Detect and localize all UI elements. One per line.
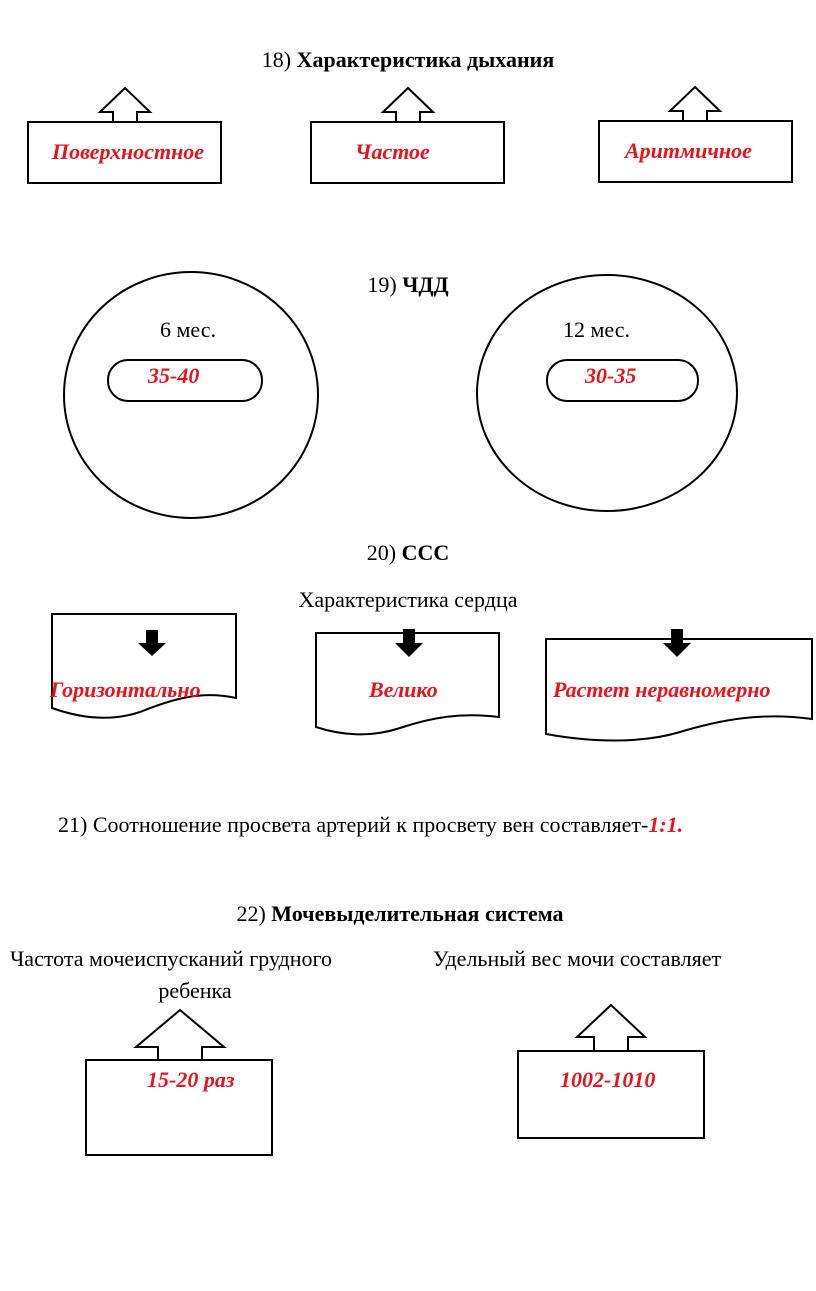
urination-box: 15-20 раз [85, 1008, 273, 1156]
heart-box-1: Горизонтально [49, 613, 237, 719]
arrow-down-icon [663, 629, 691, 657]
rr-value: 30-35 [584, 363, 636, 388]
section-19-heading: 19) ЧДД [367, 272, 448, 297]
breathing-box-3: Аритмичное [598, 85, 793, 183]
section-18-heading: 18) Характеристика дыхания [262, 47, 555, 72]
rr-value: 35-40 [147, 363, 199, 388]
section-20-heading: 20) ССС [367, 540, 450, 565]
urination-label: Частота мочеиспусканий грудного [10, 946, 332, 971]
specific-gravity-value: 1002-1010 [560, 1067, 655, 1092]
heart-size: Велико [368, 677, 438, 702]
arrow-up-icon [667, 85, 723, 122]
breathing-type-2: Частое [355, 139, 430, 164]
heart-box-2: Велико [315, 629, 500, 736]
urination-label-2: ребенка [158, 978, 232, 1003]
arrow-up-icon [574, 1003, 648, 1052]
arrow-up-icon [380, 86, 436, 123]
heart-box-3: Растет неравномерно [545, 629, 813, 742]
section-22-heading: 22) Мочевыделительная система [236, 901, 563, 926]
rr-circle-12m: 12 мес. 30-35 [476, 274, 738, 512]
heart-subtitle: Характеристика сердца [299, 587, 518, 612]
specific-gravity-box: 1002-1010 [517, 1003, 705, 1139]
arrow-up-icon [97, 86, 153, 123]
arrow-down-icon [395, 629, 423, 657]
rr-circle-6m: 6 мес. 35-40 [63, 271, 319, 519]
age-label: 6 мес. [160, 317, 216, 342]
heart-growth: Растет неравномерно [552, 677, 771, 702]
specific-gravity-label: Удельный вес мочи составляет [433, 946, 722, 971]
breathing-box-2: Частое [310, 86, 505, 184]
arrow-down-icon [138, 630, 166, 656]
arrow-up-icon [133, 1008, 227, 1061]
breathing-type-3: Аритмичное [623, 138, 752, 163]
breathing-type-1: Поверхностное [51, 139, 204, 164]
heart-position: Горизонтально [49, 677, 201, 702]
ratio-answer: 1:1. [648, 812, 683, 837]
section-21-text: 21) Соотношение просвета артерий к просв… [58, 812, 683, 837]
age-label: 12 мес. [563, 317, 630, 342]
urination-value: 15-20 раз [147, 1067, 235, 1092]
breathing-box-1: Поверхностное [27, 86, 222, 184]
